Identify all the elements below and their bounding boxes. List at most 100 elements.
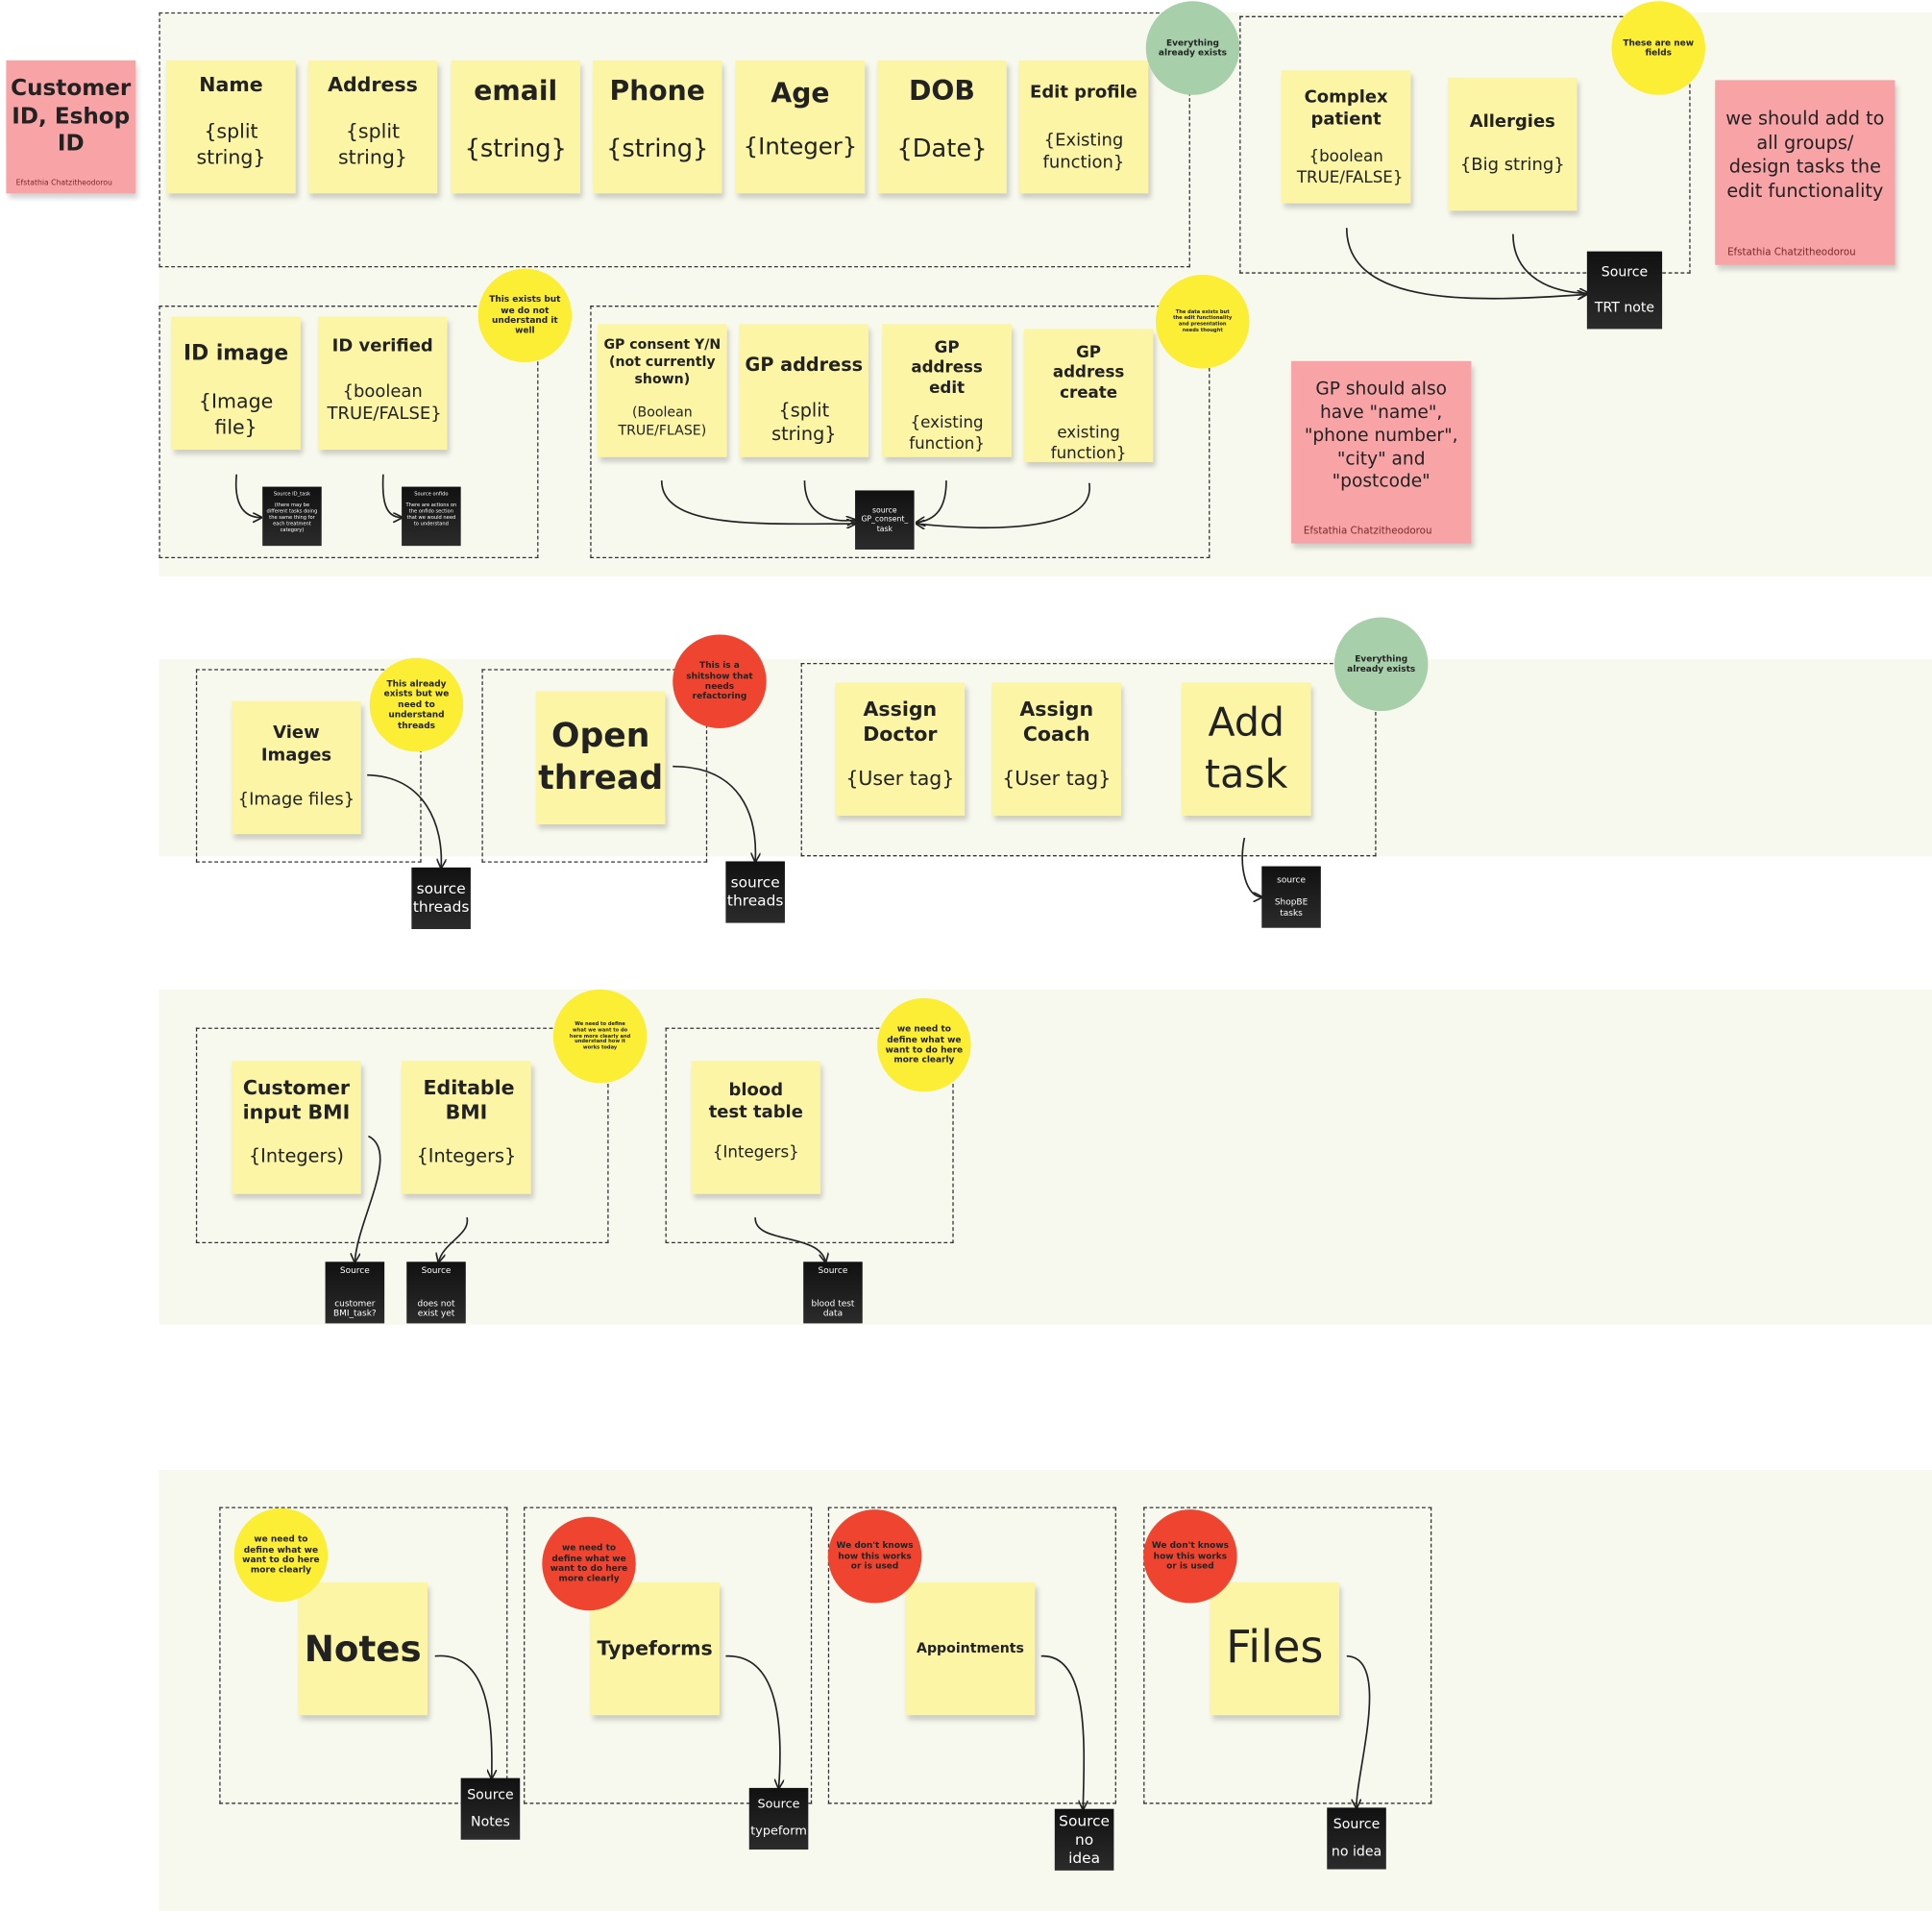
note-title: Allergies: [1469, 111, 1555, 133]
note-appointments: Appointments: [905, 1581, 1036, 1716]
group-appointments: [827, 1507, 1116, 1804]
note-customer-bmi: Customer input BMI {Integers): [232, 1061, 361, 1194]
note-view-images: View Images {Image files}: [232, 700, 361, 835]
source-label: Source ID_task: [273, 490, 310, 497]
source-value: threads: [412, 897, 470, 916]
circle-files-unknown: We don't knows how this works or is used: [1143, 1509, 1237, 1604]
source-label: Source: [818, 1265, 848, 1276]
note-sub: {split string}: [771, 399, 837, 446]
source-value: customer BMI_task?: [332, 1298, 377, 1319]
note-sub: (Boolean TRUE/FLASE): [618, 404, 707, 438]
note-address: Address {split string}: [307, 60, 438, 194]
note-sub: {string}: [464, 132, 567, 162]
note-title: ID image: [183, 341, 289, 366]
note-title: blood test table: [708, 1080, 803, 1122]
note-title: Phone: [609, 76, 705, 108]
note-gp-address-create: GP address create existing function}: [1023, 329, 1154, 463]
source-gp-consent-task: source GP_consent_ task: [855, 490, 915, 550]
note-phone: Phone {string}: [592, 60, 722, 194]
note-title: Editable BMI: [423, 1075, 515, 1124]
note-sub: {Image files}: [237, 790, 355, 811]
circle-everything-exists-2: Everything already exists: [1333, 617, 1429, 712]
source-label: Source: [339, 1265, 370, 1276]
note-sub: existing function}: [1050, 423, 1127, 463]
note-title: Customer input BMI: [242, 1075, 351, 1124]
source-id-task: Source ID_task (there may be different t…: [262, 486, 322, 547]
note-sub: {Integers}: [416, 1144, 517, 1167]
note-sub: {Integers): [248, 1144, 344, 1167]
source-onfido: Source onfido There are actions on the o…: [402, 486, 461, 547]
note-editable-bmi: Editable BMI {Integers}: [402, 1061, 531, 1194]
circle-bmi-define: We need to define what we want to do her…: [552, 989, 648, 1084]
note-sub: {Integers}: [712, 1143, 799, 1163]
note-sub: {Integer}: [743, 132, 858, 160]
note-title: View Images: [260, 723, 332, 766]
source-value: TRT note: [1594, 299, 1655, 316]
source-label: Source: [1601, 263, 1649, 281]
note-title: Notes: [304, 1628, 422, 1670]
source-value: GP_consent_ task: [861, 515, 909, 534]
note-title: GP consent Y/N (not currently shown): [603, 336, 721, 387]
note-title: Complex patient: [1304, 87, 1388, 130]
note-title: Files: [1226, 1622, 1324, 1674]
note-assign-doctor: Assign Doctor {User tag}: [835, 682, 966, 817]
source-label: Source: [1333, 1816, 1381, 1833]
note-id-image: ID image {Image file}: [171, 316, 301, 451]
note-sub: {split string}: [196, 119, 266, 169]
note-gp-comment: GP should also have "name", "phone numbe…: [1291, 360, 1472, 544]
note-title: Add task: [1205, 698, 1288, 797]
note-id-verified: ID verified {boolean TRUE/FALSE}: [317, 316, 448, 451]
note-sub: {boolean TRUE/FALSE}: [327, 380, 442, 424]
note-gp-address: GP address {split string}: [739, 324, 869, 457]
note-edit-comment: we should add to all groups/ design task…: [1715, 80, 1895, 265]
note-gp-address-edit: GP address edit {existing function}: [882, 324, 1012, 457]
source-value: threads: [726, 892, 784, 910]
note-title: Assign Doctor: [863, 697, 938, 746]
source-label: Source: [757, 1797, 800, 1811]
note-title: GP address create: [1052, 343, 1125, 403]
source-shopbe-tasks: source ShopBE tasks: [1261, 866, 1321, 928]
note-author: Efstathia Chatzitheodorou: [15, 178, 112, 187]
note-sub: {existing function}: [909, 413, 985, 453]
note-allergies: Allergies {Big string}: [1447, 77, 1577, 211]
circle-view-images-threads: This already exists but we need to under…: [369, 657, 464, 752]
note-title: Open thread: [538, 717, 664, 797]
source-label: source: [1277, 875, 1306, 886]
source-threads-2: source threads: [725, 861, 785, 923]
note-author: Efstathia Chatzitheodorou: [1303, 525, 1432, 536]
group-bmi: [195, 1027, 609, 1244]
source-no-idea-1: Source no idea: [1054, 1808, 1114, 1871]
group-typeforms: [524, 1507, 813, 1804]
circle-everything-exists-1: Everything already exists: [1145, 1, 1240, 95]
note-title: Edit profile: [1030, 82, 1137, 103]
circle-blood-define: we need to define what we want to do her…: [877, 997, 971, 1092]
note-text: GP should also have "name", "phone numbe…: [1304, 380, 1458, 493]
source-typeform: Source typeform: [748, 1787, 809, 1850]
circle-id-not-understood: This exists but we do not understand it …: [477, 268, 573, 363]
note-sub: {User tag}: [1002, 766, 1112, 791]
note-add-task: Add task: [1181, 682, 1311, 817]
source-value: There are actions on the onfido section …: [405, 501, 457, 527]
source-label: source: [416, 879, 466, 897]
note-title: Typeforms: [597, 1636, 713, 1660]
source-label: source: [730, 873, 780, 892]
note-title: ID verified: [331, 336, 433, 356]
circle-shitshow: This is a shitshow that needs refactorin…: [673, 634, 767, 728]
group-profile-fields: [159, 12, 1190, 268]
note-blood-test: blood test table {Integers}: [691, 1061, 821, 1194]
note-customer-id: Customer ID, Eshop ID Efstathia Chatzith…: [6, 60, 136, 194]
note-title: DOB: [909, 76, 975, 108]
note-notes: Notes: [298, 1581, 428, 1716]
source-label: Source: [1059, 1811, 1111, 1829]
note-title: Address: [328, 72, 418, 97]
source-no-idea-2: Source no idea: [1327, 1807, 1386, 1870]
source-value: no idea: [1068, 1830, 1101, 1867]
note-title: Age: [770, 79, 830, 110]
source-value: does not exist yet: [417, 1298, 455, 1319]
note-edit-profile: Edit profile {Existing function}: [1018, 60, 1149, 194]
note-gp-consent: GP consent Y/N (not currently shown) (Bo…: [598, 324, 727, 457]
note-author: Efstathia Chatzitheodorou: [1727, 246, 1856, 258]
note-open-thread: Open thread: [535, 691, 666, 824]
note-sub: {split string}: [337, 119, 407, 169]
